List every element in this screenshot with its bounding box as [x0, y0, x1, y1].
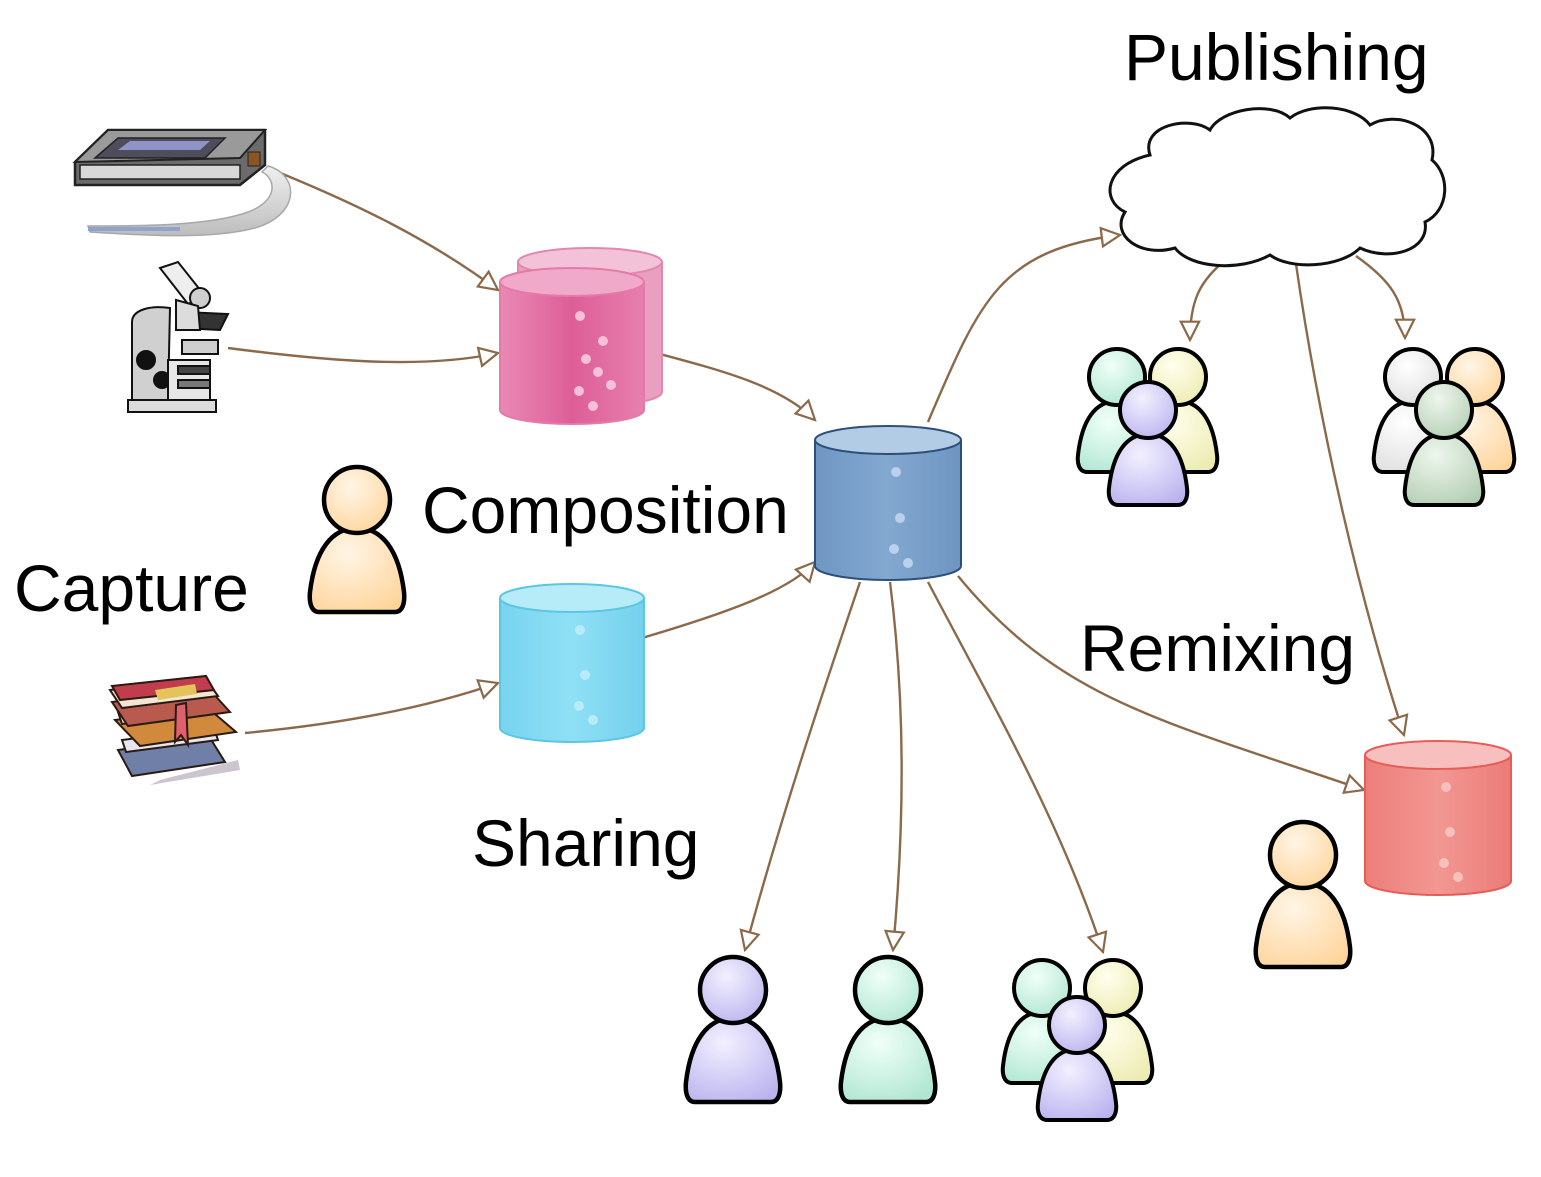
- label-remixing: Remixing: [1080, 611, 1355, 685]
- arrow-instrument-to-pink-store: [267, 166, 498, 290]
- database-icon: [814, 425, 962, 581]
- people-group-icon: [1371, 347, 1517, 507]
- arrow-microscope-to-pink-store: [227, 348, 498, 362]
- database-icon: [1364, 740, 1512, 896]
- arrow-composite-store-to-cloud: [926, 235, 1120, 423]
- person-icon: [1253, 819, 1353, 970]
- arrow-books-to-cyan-store: [244, 683, 498, 735]
- person-icon: [838, 954, 938, 1105]
- arrow-pink-store-to-composite-store: [644, 348, 815, 420]
- database-icon: [499, 267, 645, 425]
- microscope-icon: [127, 260, 230, 413]
- arrow-cloud-to-group-right: [1355, 255, 1405, 338]
- label-composition: Composition: [422, 473, 789, 547]
- person-icon: [307, 464, 407, 615]
- arrow-composite-store-to-person-purple: [745, 581, 862, 950]
- label-capture: Capture: [14, 551, 249, 625]
- arrows: [227, 166, 1405, 952]
- books-icon: [108, 674, 240, 785]
- arrow-cyan-store-to-composite-store: [641, 562, 815, 640]
- label-sharing: Sharing: [472, 806, 700, 880]
- people-group-icon: [1000, 958, 1155, 1122]
- lab-instrument-icon: [72, 128, 292, 237]
- arrow-composite-store-to-person-green: [890, 581, 902, 950]
- arrow-composite-store-to-group-bottom: [926, 581, 1103, 952]
- label-publishing: Publishing: [1124, 20, 1429, 94]
- people-group-icon: [1075, 347, 1220, 507]
- arrow-composite-store-to-red-store: [957, 575, 1364, 790]
- cloud-icon: [1108, 106, 1447, 268]
- person-icon: [683, 954, 783, 1105]
- arrow-cloud-to-red-store: [1294, 263, 1404, 735]
- arrow-cloud-to-group-left: [1190, 257, 1229, 340]
- database-icon: [499, 583, 645, 743]
